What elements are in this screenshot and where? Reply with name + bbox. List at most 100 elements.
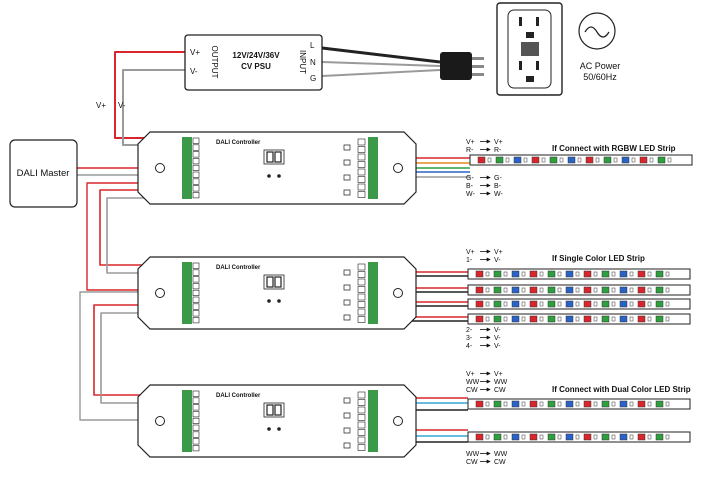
- map-from-label: V+: [466, 249, 475, 256]
- psu-g-label: G: [310, 74, 316, 83]
- mount-hole: [393, 288, 403, 298]
- resistor: [647, 401, 652, 407]
- terminal-slot: [192, 137, 200, 144]
- led-strip-single-1: [467, 268, 691, 280]
- led-chip: [565, 315, 574, 323]
- led-chip: [493, 300, 502, 308]
- led-strip-dual-2: [467, 431, 691, 443]
- map-to-label: V-: [494, 257, 501, 264]
- led-strip-single-4: [467, 313, 691, 325]
- led-chip: [493, 433, 502, 441]
- map-to-label: CW: [494, 459, 506, 466]
- terminal-slot: [192, 158, 200, 165]
- ac-plug: [440, 52, 484, 80]
- led-chip: [583, 315, 592, 323]
- led-chip: [583, 286, 592, 294]
- terminal-slot: [357, 436, 366, 444]
- resistor: [611, 434, 616, 440]
- led-chip: [493, 315, 502, 323]
- led-chip: [619, 433, 628, 441]
- map-from-label: G-: [466, 175, 474, 182]
- resistor: [557, 271, 562, 277]
- map-from-label: 1-: [466, 257, 473, 264]
- terminal-slot: [192, 269, 200, 276]
- resistor: [647, 287, 652, 293]
- terminal-slot: [192, 185, 200, 192]
- output-symbol: [343, 189, 351, 196]
- led-chip: [637, 270, 646, 278]
- resistor: [665, 434, 670, 440]
- led-chip: [601, 300, 610, 308]
- resistor: [611, 401, 616, 407]
- output-terminal-block: [368, 262, 378, 324]
- terminal-slot: [192, 262, 200, 269]
- psu-input-label: INPUT: [298, 50, 307, 74]
- terminal-slot: [192, 445, 200, 452]
- led-chip: [619, 286, 628, 294]
- input-terminal-block: [182, 137, 192, 199]
- resistor: [505, 157, 510, 163]
- led-chip: [529, 433, 538, 441]
- dali-controller-1: DALI Controller: [137, 131, 417, 205]
- resistor: [575, 287, 580, 293]
- led-chip: [567, 156, 576, 164]
- output-symbol: [343, 397, 351, 404]
- resistor: [611, 287, 616, 293]
- led-chip: [601, 400, 610, 408]
- output-symbol: [343, 442, 351, 449]
- psu-output-label: OUTPUT: [210, 46, 219, 79]
- controller-button: [267, 299, 271, 303]
- led-chip: [475, 270, 484, 278]
- led-chip: [475, 300, 484, 308]
- led-chip: [657, 156, 666, 164]
- output-terminal-block: [368, 137, 378, 199]
- led-chip: [493, 400, 502, 408]
- psu-vminus-label: V-: [190, 67, 198, 76]
- led-chip: [547, 433, 556, 441]
- terminal-slot: [192, 192, 200, 199]
- map-from-label: R-: [466, 147, 474, 154]
- terminal-slot: [357, 316, 366, 323]
- rgbw-bottom-row: G- G-: [466, 175, 502, 182]
- single-bottom-row: 3-V-: [466, 335, 501, 342]
- resistor: [521, 271, 526, 277]
- terminal-slot: [357, 271, 366, 278]
- map-to-label: G-: [494, 175, 502, 182]
- resistor: [611, 271, 616, 277]
- resistor: [557, 401, 562, 407]
- terminal-slot: [192, 171, 200, 178]
- led-display: [263, 149, 285, 165]
- led-chip: [511, 300, 520, 308]
- led-strip-single-3: [467, 298, 691, 310]
- led-chip: [511, 433, 520, 441]
- resistor: [593, 401, 598, 407]
- resistor: [647, 434, 652, 440]
- resistor: [539, 271, 544, 277]
- caption-rgbw: If Connect with RGBW LED Strip: [552, 144, 676, 153]
- resistor: [557, 434, 562, 440]
- map-to-label: B-: [494, 183, 502, 190]
- led-chip: [655, 270, 664, 278]
- dual-top-row: V+V+: [466, 371, 503, 378]
- resistor: [649, 157, 654, 163]
- mount-hole: [393, 416, 403, 426]
- terminal-slot: [192, 438, 200, 445]
- led-chip: [585, 156, 594, 164]
- led-chip: [565, 400, 574, 408]
- led-chip: [601, 270, 610, 278]
- resistor: [485, 434, 490, 440]
- led-chip: [529, 300, 538, 308]
- resistor: [487, 157, 492, 163]
- led-chip: [513, 156, 522, 164]
- resistor: [647, 271, 652, 277]
- resistor: [647, 301, 652, 307]
- rgbw-bottom-row: B-B-: [466, 183, 502, 190]
- resistor: [521, 401, 526, 407]
- controller-label: DALI Controller: [216, 393, 261, 399]
- terminal-slot: [192, 431, 200, 438]
- mount-hole: [155, 288, 165, 298]
- map-to-label: W-: [494, 191, 503, 198]
